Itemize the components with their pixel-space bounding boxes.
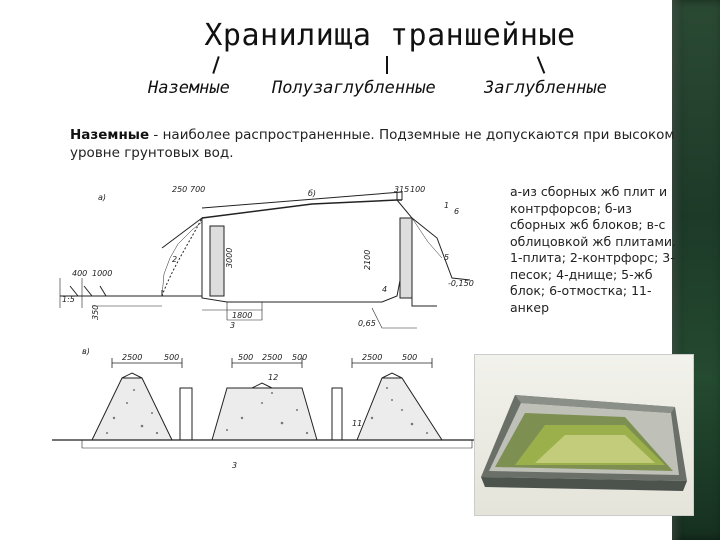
num-11: 11 <box>352 419 362 428</box>
num-5: 5 <box>444 253 449 262</box>
num-3-bottom: 3 <box>232 461 237 470</box>
branch-connector-middle <box>386 56 388 74</box>
branch-label-buried: Заглубленные <box>484 78 607 98</box>
paragraph-bold-term: Наземные <box>70 127 150 143</box>
num-3: 3 <box>230 321 235 330</box>
paragraph-text: - наиболее распространенные. Подземные н… <box>70 127 675 161</box>
num-4: 4 <box>382 285 387 294</box>
slide-title: Хранилища траншейные <box>204 18 576 53</box>
description-paragraph: Наземные - наиболее распространенные. По… <box>70 126 690 162</box>
trench-storage-photo <box>474 354 694 516</box>
branch-label-semi-buried: Полузаглубленные <box>272 78 436 98</box>
dim-250: 250 <box>172 185 187 194</box>
trench-storage-drawing: а) б) в) 250 700 315 100 3000 2100 1800 … <box>52 178 502 470</box>
dim-400: 400 <box>72 269 87 278</box>
dim-slope: 1:5 <box>62 295 75 304</box>
dim-500-c: 500 <box>292 353 307 362</box>
dim-500-a: 500 <box>164 353 179 362</box>
label-b: б) <box>308 189 316 198</box>
dim-100: 100 <box>410 185 425 194</box>
dim-1800: 1800 <box>232 311 252 320</box>
dim-0150: -0,150 <box>448 279 474 288</box>
dim-350: 350 <box>91 305 100 320</box>
label-v: в) <box>82 347 90 356</box>
dim-500-b: 500 <box>238 353 253 362</box>
dim-700: 700 <box>190 185 205 194</box>
label-a: а) <box>98 193 106 202</box>
dim-315: 315 <box>394 185 409 194</box>
dim-2500-a: 2500 <box>122 353 142 362</box>
dim-2500-b: 2500 <box>262 353 282 362</box>
dim-3000: 3000 <box>225 248 234 268</box>
dim-2500-c: 2500 <box>362 353 382 362</box>
dim-2100: 2100 <box>363 250 372 270</box>
drawing-caption: а-из сборных жб плит и контрфорсов; б-из… <box>510 184 676 315</box>
dim-065: 0,65 <box>358 319 376 328</box>
branch-label-surface: Наземные <box>148 78 230 98</box>
num-1: 1 <box>444 201 449 210</box>
num-12: 12 <box>268 373 278 382</box>
num-6: 6 <box>454 207 459 216</box>
dim-1000: 1000 <box>92 269 112 278</box>
dim-500-d: 500 <box>402 353 417 362</box>
num-2: 2 <box>172 255 177 264</box>
